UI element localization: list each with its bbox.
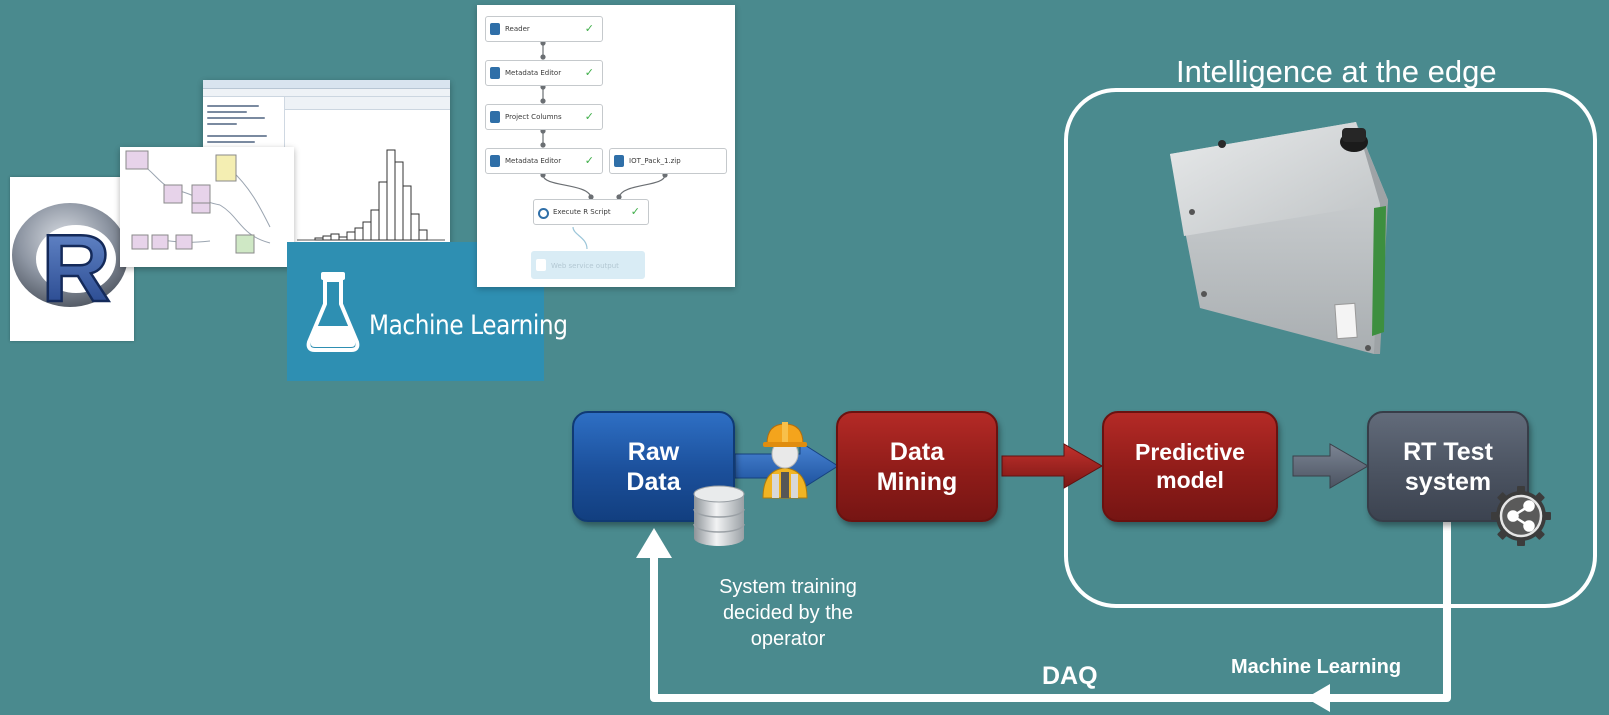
check-icon: ✓: [584, 66, 594, 79]
database-icon: [693, 485, 745, 546]
predictive-model-block: Predictive model: [1102, 411, 1278, 522]
module-metadata-editor-2: Metadata Editor ✓: [485, 148, 603, 174]
ide-toolbar: [203, 89, 450, 97]
edge-boundary: [1064, 88, 1597, 608]
machine-learning-loop-label: Machine Learning: [1231, 656, 1402, 678]
workflow-graph-screenshot: [120, 147, 294, 267]
edge-device-image: [1170, 122, 1388, 354]
rt-test-system-label: RT Test system: [1403, 437, 1493, 496]
module-iot-pack: IOT_Pack_1.zip: [609, 148, 727, 174]
loop-arrowhead-up: [636, 528, 672, 558]
machine-learning-label: Machine Learning: [369, 310, 568, 341]
module-icon: [490, 67, 500, 79]
edge-title: Intelligence at the edge: [1176, 54, 1497, 89]
feedback-loop-line: [650, 522, 1451, 702]
loop-arrowhead-left: [1306, 684, 1330, 712]
share-gear-icon: [1491, 486, 1551, 546]
dataset-icon: [614, 155, 624, 167]
module-icon: [490, 155, 500, 167]
arrow-mining-to-predictive: [1001, 443, 1103, 489]
ide-plot-header: [285, 97, 450, 110]
check-icon: ✓: [584, 110, 594, 123]
experiment-connectors: [540, 40, 668, 250]
flask-icon: [306, 272, 360, 352]
operator-caption: System training decided by the operator: [719, 576, 857, 650]
ide-titlebar: [203, 80, 450, 89]
r-logo: R: [10, 177, 134, 341]
daq-label: DAQ: [1042, 662, 1098, 690]
globe-icon: [536, 259, 546, 271]
module-web-service-output: Web service output: [531, 251, 645, 279]
module-icon: [490, 111, 500, 123]
r-logo-letter: R: [41, 215, 110, 322]
arrow-predictive-to-rt: [1292, 443, 1369, 489]
module-reader: Reader ✓: [485, 16, 603, 42]
check-icon: ✓: [584, 22, 594, 35]
data-mining-block: Data Mining: [836, 411, 998, 522]
ide-histogram: [285, 110, 450, 259]
r-script-icon: [538, 208, 549, 219]
check-icon: ✓: [584, 154, 594, 167]
raw-data-label: Raw Data: [626, 437, 681, 496]
check-icon: ✓: [630, 205, 640, 218]
module-icon: [490, 23, 500, 35]
data-mining-label: Data Mining: [876, 437, 958, 496]
predictive-model-label: Predictive model: [1135, 438, 1245, 493]
module-metadata-editor-1: Metadata Editor ✓: [485, 60, 603, 86]
raw-data-block: Raw Data: [572, 411, 735, 522]
module-execute-r-script: Execute R Script ✓: [533, 199, 649, 225]
operator-worker-icon: [762, 422, 808, 499]
module-project-columns: Project Columns ✓: [485, 104, 603, 130]
ml-experiment-screenshot: Reader ✓ Metadata Editor ✓ Project Colum…: [477, 5, 735, 287]
